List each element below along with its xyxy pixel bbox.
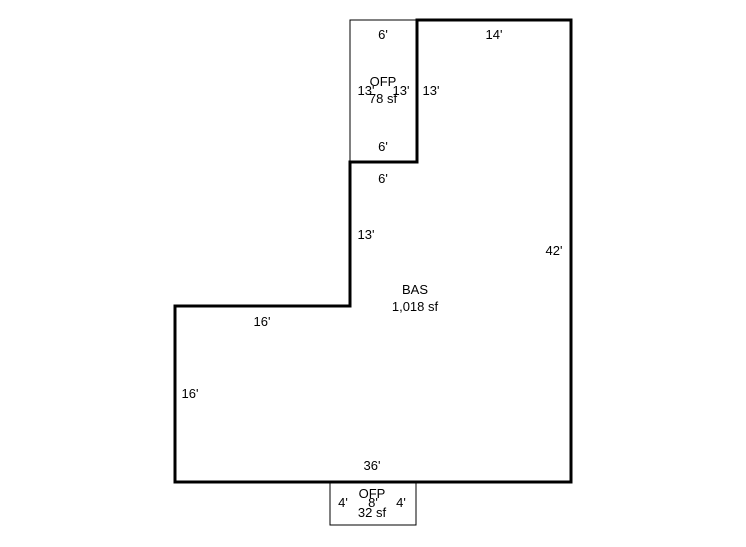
ofp-bottom-label: OFP <box>359 486 386 501</box>
bas-outline <box>173 18 573 484</box>
bas-dim-left: 16' <box>182 386 199 401</box>
ofp-bottom-dim-left: 4' <box>338 495 348 510</box>
ofp-top-label: OFP <box>370 74 397 89</box>
ofp-top-area: 78 sf <box>369 91 398 106</box>
bas-dim-notch-bottom: 6' <box>378 171 388 186</box>
bas-dim-right: 42' <box>546 243 563 258</box>
bas-area: 1,018 sf <box>392 299 439 314</box>
ofp-top-dim-right-inner: 13' <box>393 83 410 98</box>
bas-dim-top: 14' <box>486 27 503 42</box>
bas-dim-step-horizontal: 16' <box>254 314 271 329</box>
ofp-top-dim-top: 6' <box>378 27 388 42</box>
ofp-bottom-dim-top: 8' <box>368 495 378 510</box>
ofp-top-dim-right-outer: 13' <box>423 83 440 98</box>
ofp-bottom-dim-right: 4' <box>396 495 406 510</box>
bas-label: BAS <box>402 282 428 297</box>
bas-dim-bottom: 36' <box>364 458 381 473</box>
bas-dim-step-vertical: 13' <box>358 227 375 242</box>
ofp-top-dim-bottom: 6' <box>378 139 388 154</box>
ofp-bottom-area: 32 sf <box>358 505 387 520</box>
ofp-top-dim-left: 13' <box>358 83 375 98</box>
